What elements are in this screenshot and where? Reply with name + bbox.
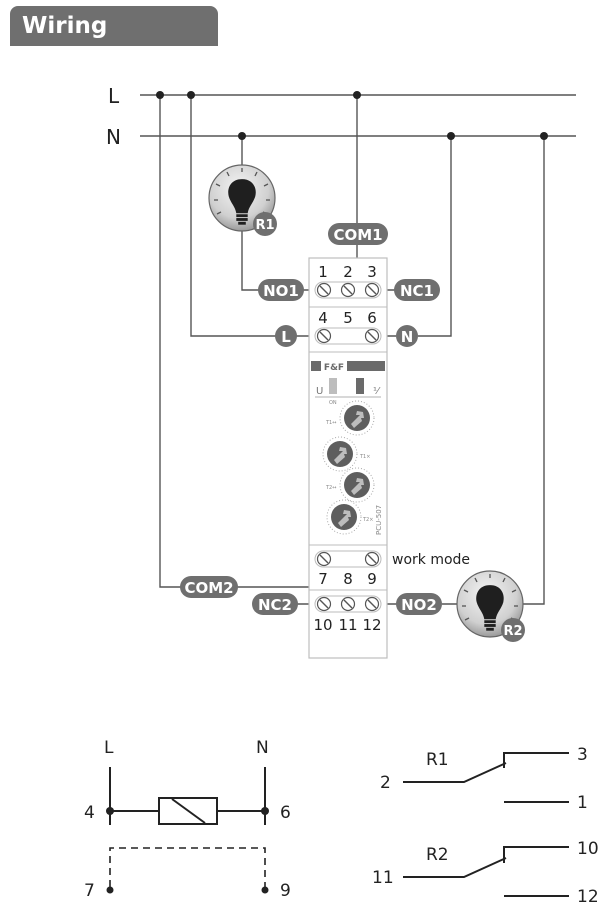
screw-terminal-2 [340, 282, 356, 298]
relay-device: 1 2 3 4 5 6 F&F U ⅟ ON [308, 257, 388, 659]
coil-l-label: L [104, 738, 114, 758]
contact-r2-no: 12 [577, 887, 599, 907]
terminal-numbers-7-9: 7 8 9 [318, 570, 377, 588]
work-mode-label: work mode [392, 552, 470, 568]
coil-symbol [158, 797, 218, 825]
coil-terminal-4: 4 [84, 803, 95, 823]
tag-l: L [275, 325, 297, 347]
coil-schematic [109, 767, 266, 887]
contact-r2-nc: 10 [577, 839, 599, 859]
screw-terminal-4 [316, 328, 332, 344]
led-relay [356, 378, 364, 394]
svg-text:T1×: T1× [359, 454, 370, 460]
svg-text:12: 12 [362, 616, 381, 634]
svg-text:NC1: NC1 [400, 282, 434, 300]
terminal-numbers-4-6: 4 5 6 [318, 309, 377, 327]
wire-l-to-terminal4 [190, 95, 276, 337]
knob-arrow-icon [351, 411, 364, 428]
svg-text:NO2: NO2 [401, 596, 437, 614]
svg-text:NC2: NC2 [258, 596, 292, 614]
led-power [329, 378, 337, 394]
contact-r1-no: 1 [577, 793, 588, 813]
contact-schematic-r2 [403, 846, 569, 897]
svg-text:9: 9 [367, 570, 377, 588]
knob-t2-pause: T2× [326, 499, 373, 535]
tag-nc1: NC1 [394, 279, 440, 301]
terminal-numbers-1-3: 1 2 3 [318, 263, 377, 281]
terminal-numbers-10-12: 10 11 12 [313, 616, 381, 634]
tag-no2: NO2 [396, 593, 442, 615]
svg-text:1: 1 [318, 263, 328, 281]
knob-t2-pulse: T2↔ [325, 467, 375, 503]
knob-arrow-icon [334, 447, 347, 464]
svg-text:2: 2 [343, 263, 353, 281]
lamp-r1: R1 [208, 164, 277, 236]
svg-text:T2↔: T2↔ [325, 485, 336, 491]
contact-r1-common: 2 [380, 773, 391, 793]
knob-t1-pause: T1× [322, 436, 370, 472]
svg-text:6: 6 [367, 309, 377, 327]
screw-terminal-6 [364, 328, 380, 344]
svg-text:NO1: NO1 [263, 282, 299, 300]
contact-r1-label: R1 [426, 750, 449, 770]
svg-text:COM1: COM1 [333, 226, 382, 244]
svg-text:11: 11 [338, 616, 357, 634]
contact-r1-nc: 3 [577, 745, 588, 765]
svg-text:10: 10 [313, 616, 332, 634]
coil-terminal-9: 9 [280, 881, 291, 901]
contact-schematic-r1 [403, 752, 569, 803]
screw-terminal-3 [364, 282, 380, 298]
indicator-relay-label: ⅟ [373, 386, 381, 397]
tag-nc2: NC2 [252, 593, 298, 615]
junction-dots [156, 91, 548, 140]
lamp-r1-label: R1 [255, 218, 274, 233]
indicator-u-label: U [316, 386, 323, 397]
screw-terminal-7 [316, 551, 332, 567]
lamp-r2-label: R2 [503, 624, 522, 639]
screw-terminal-9 [364, 551, 380, 567]
contact-r2-label: R2 [426, 845, 449, 865]
lamp-r2: R2 [456, 570, 525, 642]
model-label: PCU-507 [375, 505, 383, 535]
wire-l-to-com2 [159, 95, 186, 588]
svg-text:T2×: T2× [362, 517, 373, 523]
bus-l-label: L [108, 84, 120, 108]
screw-terminal-1 [316, 282, 332, 298]
tag-no1: NO1 [258, 279, 304, 301]
svg-text:4: 4 [318, 309, 328, 327]
knob-t1-pulse: ON T1↔ [325, 400, 375, 436]
svg-text:8: 8 [343, 570, 353, 588]
screw-terminal-12 [364, 596, 380, 612]
wire-n-to-r2 [522, 136, 545, 605]
tag-com2: COM2 [180, 576, 238, 598]
svg-text:ON: ON [329, 400, 337, 406]
svg-text:7: 7 [318, 570, 328, 588]
screw-terminal-10 [316, 596, 332, 612]
coil-terminal-7: 7 [84, 881, 95, 901]
work-mode-link [109, 847, 266, 887]
knob-arrow-icon [351, 478, 364, 495]
contact-r2-common: 11 [372, 868, 394, 888]
terminal-tags: COM1 NO1 NC1 L N COM2 NC2 NO2 [180, 223, 442, 615]
bus-n-label: N [106, 125, 121, 149]
brand-strip [311, 361, 385, 371]
screw-terminal-11 [340, 596, 356, 612]
coil-terminal-6: 6 [280, 803, 291, 823]
svg-text:L: L [281, 328, 291, 346]
wire-r1-to-no1 [241, 230, 262, 291]
brand-logo: F&F [324, 363, 344, 373]
svg-text:N: N [401, 328, 414, 346]
knob-arrow-icon [338, 510, 351, 527]
svg-text:T1↔: T1↔ [325, 420, 336, 426]
tag-com1: COM1 [328, 223, 388, 245]
wire-n-to-terminal6 [418, 136, 452, 337]
tag-n: N [396, 325, 418, 347]
svg-text:5: 5 [343, 309, 353, 327]
page-title: Wiring diagram [10, 6, 218, 79]
svg-text:3: 3 [367, 263, 377, 281]
svg-text:COM2: COM2 [184, 579, 233, 597]
coil-n-label: N [256, 738, 269, 758]
